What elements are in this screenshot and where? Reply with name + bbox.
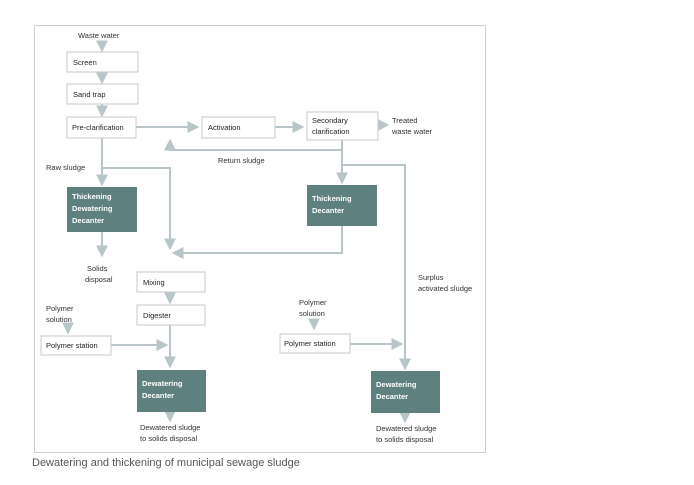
polymer-right-label-1: Polymer [299,298,327,307]
solids-label-2: disposal [85,275,113,284]
thickening-dewatering-decanter-box [67,187,137,232]
treated-label-2: waste water [391,127,433,136]
polymer-right-label-2: solution [299,309,325,318]
raw-sludge-label: Raw sludge [46,163,85,172]
figure-caption: Dewatering and thickening of municipal s… [32,457,300,469]
screen-label: Screen [73,58,97,67]
thick-dewater-label-2: Dewatering [72,204,113,213]
polymer-station-right-label: Polymer station [284,339,336,348]
thick-dewater-label-3: Decanter [72,216,104,225]
solids-label-1: Solids [87,264,108,273]
pre-clarification-box [66,116,137,139]
dewater-left-label-1: Dewatering [142,379,183,388]
flow-lines [62,40,411,424]
polymer-station-right-box [279,333,351,354]
dewatering-decanter-left-box [137,370,206,412]
waste-water-label: Waste water [78,31,120,40]
digester-label: Digester [143,311,171,320]
mixing-box [136,271,206,293]
thick-label-2: Decanter [312,206,344,215]
thick-label-1: Thickening [312,194,352,203]
dewater-right-label-2: Decanter [376,392,408,401]
arrow-surplus [342,164,411,371]
mixing-label: Mixing [143,278,165,287]
polymer-left-label-1: Polymer [46,304,74,313]
secondary-clarification-box [306,111,379,141]
arrow-return-sludge [164,138,343,151]
dewatered-left-label-2: to solids disposal [140,434,197,443]
activation-box [201,116,276,139]
thick-dewater-label-1: Thickening [72,192,112,201]
dewatered-left-label-1: Dewatered sludge [140,423,200,432]
thickening-decanter-box [307,185,377,226]
treated-label-1: Treated [392,116,418,125]
polymer-left-label-2: solution [46,315,72,324]
return-sludge-label: Return sludge [218,156,265,165]
dewater-left-label-2: Decanter [142,391,174,400]
secondary-label-2: clarification [312,127,350,136]
dewater-right-label-1: Dewatering [376,380,417,389]
surplus-label-2: activated sludge [418,284,472,293]
pre-clarification-label: Pre-clarification [72,123,124,132]
secondary-label-1: Secondary [312,116,348,125]
surplus-label-1: Surplus [418,273,444,282]
digester-box [136,304,206,326]
arrow-raw-branch [102,167,176,251]
arrow-thickening-to-mixing [171,226,343,259]
polymer-station-left-label: Polymer station [46,341,98,350]
dewatered-right-label-1: Dewatered sludge [376,424,436,433]
screen-box [66,51,139,73]
activation-label: Activation [208,123,241,132]
dewatering-decanter-right-box [371,371,440,413]
polymer-station-left-box [40,335,112,356]
sand-trap-box [66,83,139,105]
sand-trap-label: Sand trap [73,90,106,99]
dewatered-right-label-2: to solids disposal [376,435,433,444]
